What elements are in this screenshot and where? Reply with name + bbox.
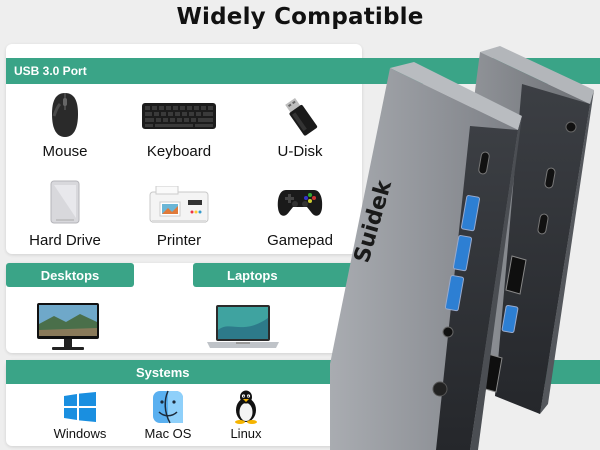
page-title: Widely Compatible (176, 4, 424, 30)
system-label: Windows (53, 426, 107, 441)
system-windows: Windows (45, 390, 115, 444)
macos-icon (153, 390, 183, 424)
device-label: Keyboard (146, 143, 212, 160)
desktops-header: Desktops (6, 263, 134, 287)
usb-drive-icon (285, 97, 318, 136)
system-linux: Linux (211, 390, 281, 444)
device-label: Gamepad (267, 232, 333, 249)
docking-station-image: Suidek (330, 46, 594, 450)
device-gamepad: Gamepad (255, 178, 345, 253)
system-label: Linux (230, 426, 262, 441)
device-label: Mouse (42, 143, 88, 160)
device-label: U-Disk (277, 143, 323, 160)
keyboard-icon (142, 103, 216, 129)
linux-icon (235, 390, 257, 424)
printer-icon (149, 186, 209, 223)
mouse-icon (52, 93, 78, 137)
device-mouse: Mouse (20, 90, 110, 165)
device-keyboard: Keyboard (134, 90, 224, 165)
device-hard-drive: Hard Drive (20, 178, 110, 253)
laptop-icon (207, 305, 279, 348)
usb-section-title: USB 3.0 Port (14, 64, 87, 78)
laptops-title: Laptops (227, 268, 278, 283)
windows-icon (64, 392, 96, 422)
device-label: Hard Drive (29, 232, 101, 249)
gamepad-icon (277, 190, 323, 216)
systems-title: Systems (136, 365, 190, 380)
monitor-icon (37, 303, 99, 350)
system-label: Mac OS (144, 426, 192, 441)
device-udisk: U-Disk (255, 90, 345, 165)
hard-drive-icon (50, 180, 80, 224)
device-label: Printer (156, 232, 202, 249)
system-macos: Mac OS (133, 390, 203, 444)
device-printer: Printer (134, 178, 224, 253)
desktops-title: Desktops (40, 268, 100, 283)
